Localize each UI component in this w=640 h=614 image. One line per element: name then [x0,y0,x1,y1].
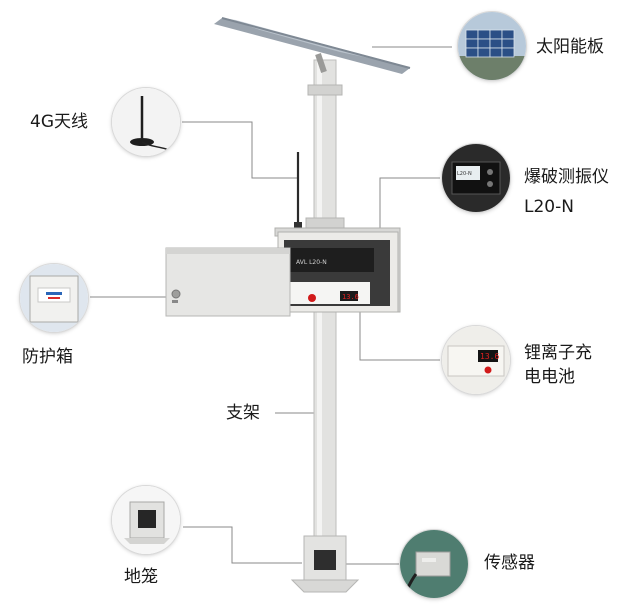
protective-box-label: 防护箱 [22,347,73,367]
antenna-callout [112,88,180,156]
battery-icon: 13.6 [442,326,510,394]
sensor-icon [400,530,468,598]
vibration-meter-model-label: L20-N [524,197,574,217]
leader-lines [90,46,452,565]
leader-line-cage [183,526,302,564]
sensor-callout [400,530,468,598]
vibration-meter-icon: L20-N [442,144,510,212]
solar-panel-icon [458,12,526,80]
ground-cage-callout [112,486,180,554]
ground-cage [290,535,360,593]
box-panel-reading: 13.6 [342,293,359,301]
solar-panel-callout [458,12,526,80]
protective-box-icon [20,264,88,332]
leader-line-antenna [182,121,298,179]
leader-line-meter [379,177,440,230]
leader-line-battery [359,305,440,361]
protective-box-callout [20,264,88,332]
battery-callout: 13.6 [442,326,510,394]
antenna [294,152,302,230]
ground-cage-icon [112,486,180,554]
battery-reading: 13.6 [480,352,499,361]
battery-label-line2: 电电池 [524,367,575,387]
antenna-icon [112,88,180,156]
antenna-label: 4G天线 [30,112,88,132]
box-brand-text: AVL L20-N [296,259,327,266]
vibration-meter-callout: L20-N [442,144,510,212]
solar-panel [214,17,411,74]
protective-box: AVL L20-N 13.6 [165,227,401,317]
vibration-meter-label: 爆破测振仪 [524,167,609,187]
battery-label-line1: 锂离子充 [524,343,592,363]
solar-panel-label: 太阳能板 [536,37,604,57]
bracket-label: 支架 [226,403,260,423]
meter-screen-label: L20-N [457,171,472,177]
sensor-label: 传感器 [484,553,535,573]
ground-cage-label: 地笼 [124,567,158,587]
